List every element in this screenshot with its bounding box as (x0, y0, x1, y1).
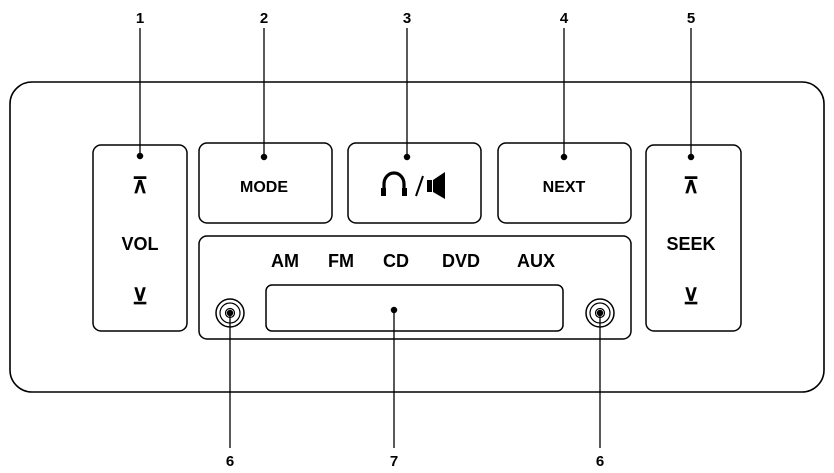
seek-up-icon[interactable]: ⊼ (683, 173, 699, 198)
callout-7: 7 (390, 453, 398, 470)
mode-button[interactable]: MODE (198, 142, 333, 224)
source-aux: AUX (517, 251, 555, 271)
next-label: NEXT (543, 179, 586, 196)
callout-6-right: 6 (596, 453, 604, 470)
vol-button[interactable]: ⊼ VOL ⊻ (92, 144, 188, 332)
vol-down-icon[interactable]: ⊻ (132, 284, 148, 309)
seek-down-icon[interactable]: ⊻ (683, 284, 699, 309)
callout-6-left: 6 (226, 453, 234, 470)
source-cd: CD (383, 251, 409, 271)
vol-up-icon[interactable]: ⊼ (132, 173, 148, 198)
callout-3: 3 (403, 10, 411, 27)
callout-2: 2 (260, 10, 268, 27)
callout-5: 5 (687, 10, 695, 27)
seek-label: SEEK (666, 234, 715, 254)
headphone-speaker-icon (381, 171, 445, 199)
mode-label: MODE (240, 179, 288, 196)
source-dvd: DVD (442, 251, 480, 271)
source-am: AM (271, 251, 299, 271)
display-window (265, 284, 564, 332)
callout-lines (136, 28, 695, 448)
display-panel (198, 235, 632, 340)
callout-4: 4 (560, 10, 569, 27)
seek-button[interactable]: ⊼ SEEK ⊻ (645, 144, 742, 332)
outer-panel (9, 81, 825, 393)
callout-1: 1 (136, 10, 144, 27)
headphone-speaker-button[interactable] (347, 142, 482, 224)
vol-label: VOL (121, 234, 158, 254)
source-fm: FM (328, 251, 354, 271)
